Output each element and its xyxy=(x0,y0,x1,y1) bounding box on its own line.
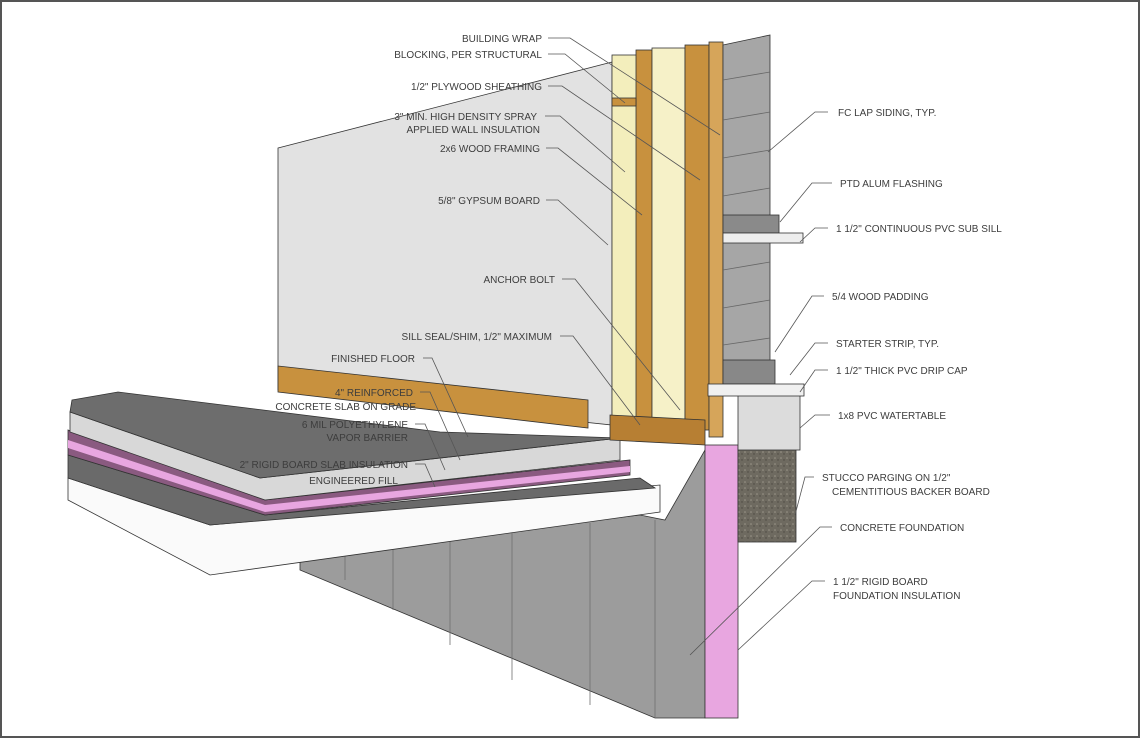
watertable xyxy=(737,394,801,451)
siding-courses xyxy=(722,71,771,346)
label-gypsum: 5/8" GYPSUM BOARD xyxy=(438,196,540,207)
label-framing: 2x6 WOOD FRAMING xyxy=(440,144,540,155)
sheathing xyxy=(708,41,724,438)
label-blocking: BLOCKING, PER STRUCTURAL xyxy=(394,50,542,61)
pvc-drip-cap xyxy=(707,383,805,397)
label-plywood: 1/2" PLYWOOD SHEATHING xyxy=(411,82,542,93)
form-tie-lines xyxy=(344,520,656,718)
label-padding: 5/4 WOOD PADDING xyxy=(832,292,929,303)
slab-insulation-edge xyxy=(68,440,630,512)
label-engineered-fill: ENGINEERED FILL xyxy=(309,476,398,487)
stud-back xyxy=(684,44,710,431)
label-siding: FC LAP SIDING, TYP. xyxy=(838,108,936,119)
label-stucco-1: STUCCO PARGING ON 1/2" xyxy=(822,473,951,484)
label-vapor-1: 6 MIL POLYETHYLENE xyxy=(302,420,408,431)
label-flashing: PTD ALUM FLASHING xyxy=(840,179,943,190)
label-sill-seal: SILL SEAL/SHIM, 1/2" MAXIMUM xyxy=(402,332,552,343)
right-labels: FC LAP SIDING, TYP. PTD ALUM FLASHING 1 … xyxy=(822,108,1002,602)
left-labels: BUILDING WRAP BLOCKING, PER STRUCTURAL 1… xyxy=(240,34,555,487)
label-anchor-bolt: ANCHOR BOLT xyxy=(484,275,556,286)
starter-strip xyxy=(722,359,776,385)
spray-insulation-back xyxy=(651,47,686,427)
stucco-parging xyxy=(737,447,797,543)
stud-front xyxy=(635,49,653,426)
baseboard xyxy=(277,365,589,429)
label-slab-1: 4" REINFORCED xyxy=(335,388,413,399)
label-fdn-insulation-2: FOUNDATION INSULATION xyxy=(833,591,960,602)
label-finished-floor: FINISHED FLOOR xyxy=(331,354,415,365)
sill-plate xyxy=(609,414,706,446)
spray-insulation xyxy=(611,54,639,426)
pvc-sub-sill xyxy=(722,232,804,244)
label-starter-strip: STARTER STRIP, TYP. xyxy=(836,339,939,350)
label-stucco-2: CEMENTITIOUS BACKER BOARD xyxy=(832,487,990,498)
label-vapor-2: VAPOR BARRIER xyxy=(327,433,409,444)
label-spray-1: 3" MIN. HIGH DENSITY SPRAY xyxy=(394,112,537,123)
label-slab-2: CONCRETE SLAB ON GRADE xyxy=(275,402,416,413)
label-slab-insulation: 2" RIGID BOARD SLAB INSULATION xyxy=(240,460,408,471)
label-building-wrap: BUILDING WRAP xyxy=(462,34,542,45)
label-fdn-insulation-1: 1 1/2" RIGID BOARD xyxy=(833,577,928,588)
fc-lap-siding xyxy=(722,34,771,393)
alum-flashing xyxy=(722,214,780,234)
label-spray-2: APPLIED WALL INSULATION xyxy=(406,125,540,136)
label-foundation: CONCRETE FOUNDATION xyxy=(840,523,964,534)
label-watertable: 1x8 PVC WATERTABLE xyxy=(838,411,946,422)
label-sub-sill: 1 1/2" CONTINUOUS PVC SUB SILL xyxy=(836,224,1002,235)
label-drip-cap: 1 1/2" THICK PVC DRIP CAP xyxy=(836,366,968,377)
foundation-insulation xyxy=(704,444,739,719)
leader-lines xyxy=(415,37,832,656)
